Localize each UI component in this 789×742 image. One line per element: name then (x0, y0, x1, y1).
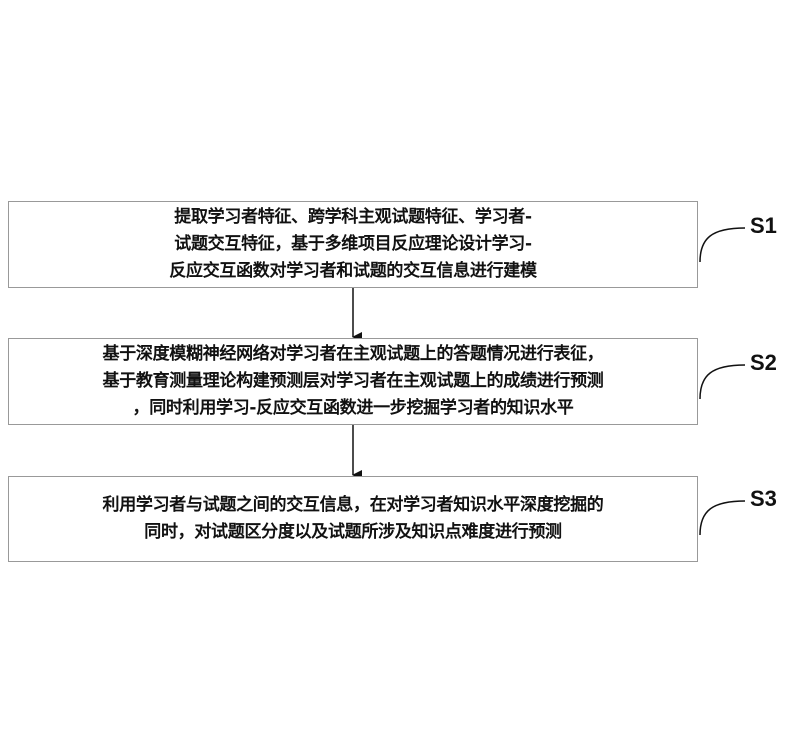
step-box-s2: 基于深度模糊神经网络对学习者在主观试题上的答题情况进行表征， 基于教育测量理论构… (8, 338, 698, 425)
step-text: 反应交互函数对学习者和试题的交互信息进行建模 (169, 261, 537, 281)
step-box-s3: 利用学习者与试题之间的交互信息，在对学习者知识水平深度挖掘的 同时，对试题区分度… (8, 476, 698, 562)
step-text: 试题交互特征，基于多维项目反应理论设计学习- (174, 234, 532, 254)
step-label-s1: S1 (750, 213, 777, 238)
step-text: 基于教育测量理论构建预测层对学习者在主观试题上的成绩进行预测 (102, 371, 604, 391)
step-text: ，同时利用学习-反应交互函数进一步挖掘学习者的知识水平 (132, 398, 574, 418)
leader-s1 (699, 227, 746, 263)
leader-s2 (699, 364, 746, 400)
step-text: 提取学习者特征、跨学科主观试题特征、学习者- (174, 207, 532, 227)
step-box-s1: 提取学习者特征、跨学科主观试题特征、学习者- 试题交互特征，基于多维项目反应理论… (8, 201, 698, 288)
step-text: 基于深度模糊神经网络对学习者在主观试题上的答题情况进行表征， (102, 344, 604, 364)
step-text: 利用学习者与试题之间的交互信息，在对学习者知识水平深度挖掘的 (102, 495, 604, 515)
step-label-s2: S2 (750, 350, 777, 375)
step-label-s3: S3 (750, 486, 777, 511)
leader-s3 (699, 500, 746, 536)
step-text: 同时，对试题区分度以及试题所涉及知识点难度进行预测 (144, 522, 562, 542)
